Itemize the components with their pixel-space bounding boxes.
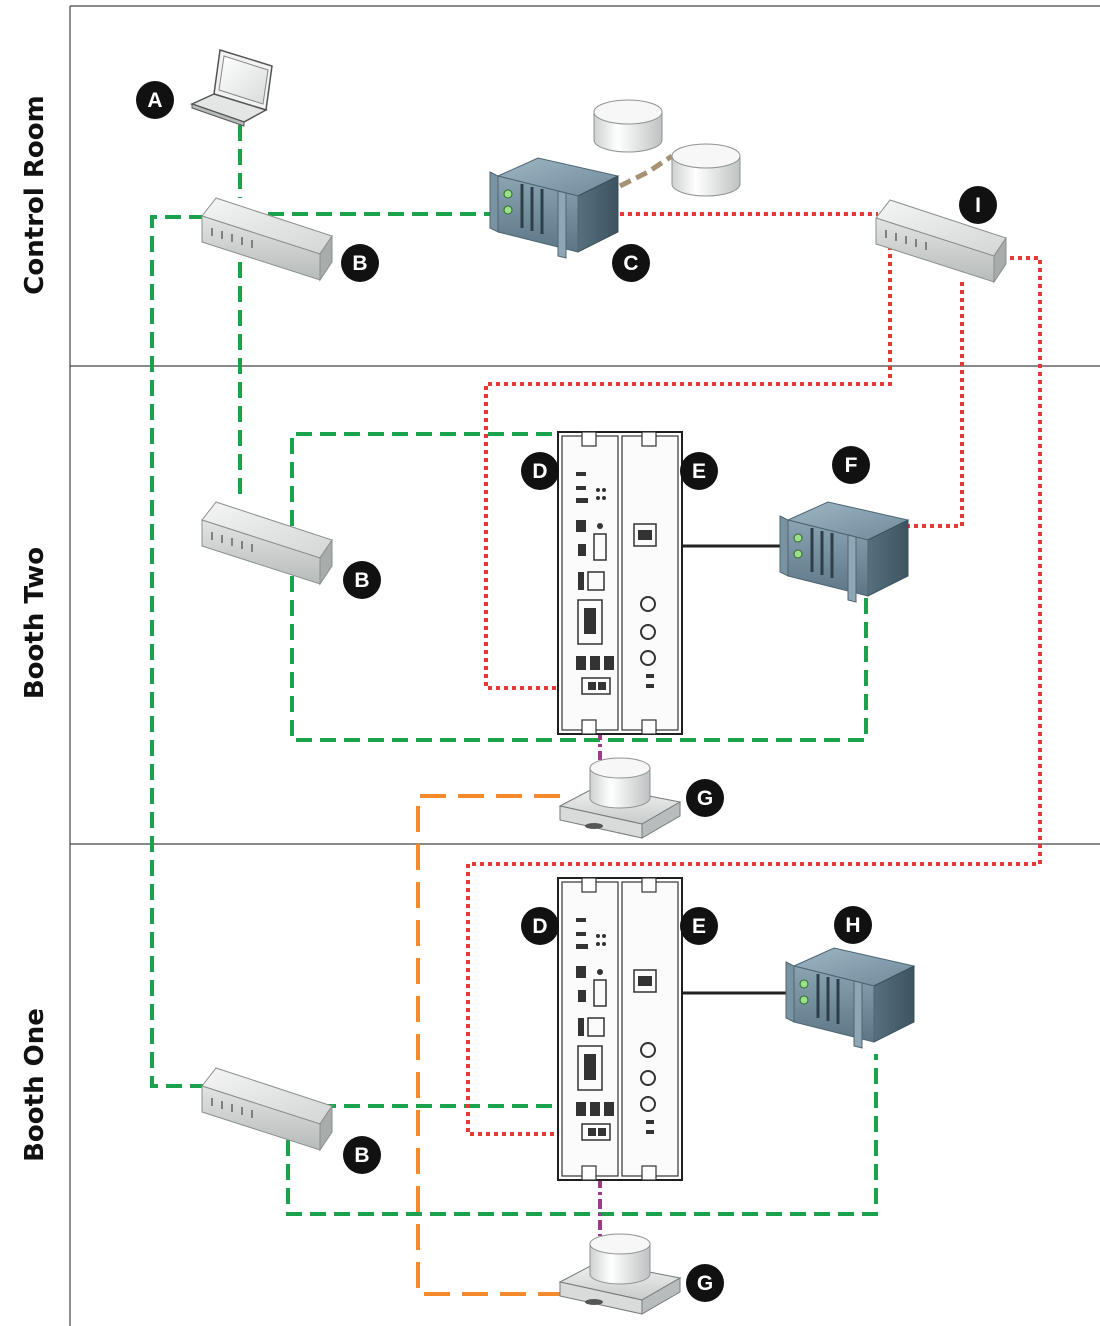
svg-text:D: D: [532, 915, 547, 938]
svg-text:B: B: [352, 252, 367, 275]
badge-e2: E: [680, 907, 718, 945]
svg-text:G: G: [697, 1272, 713, 1295]
badge-a: A: [136, 81, 174, 119]
rack-server-icon-h: [784, 946, 916, 1050]
svg-text:G: G: [697, 787, 713, 810]
link-switch-b2-chassis-d1: [290, 432, 558, 526]
svg-text:I: I: [975, 194, 981, 217]
badge-g1: G: [686, 779, 724, 817]
external-drive-icon-booth-two: [559, 757, 681, 839]
svg-text:B: B: [354, 569, 369, 592]
badge-e1: E: [680, 452, 718, 490]
link-switch-i-chassis-d2: [466, 256, 1042, 1136]
link-switch-b1-switch-b3: [150, 215, 205, 1088]
red-links: [466, 212, 1042, 1136]
badge-b3: B: [343, 1136, 381, 1174]
svg-text:F: F: [845, 454, 858, 477]
link-server-c-database: [618, 153, 674, 189]
svg-text:H: H: [845, 914, 860, 937]
black-links: [664, 544, 792, 995]
badge-i: I: [959, 186, 997, 224]
badge-b2: B: [343, 561, 381, 599]
badge-b1: B: [341, 244, 379, 282]
rack-server-icon-c: [488, 156, 620, 260]
network-switch-icon-b1: [201, 197, 333, 281]
rack-chassis-icon-booth-one: [557, 877, 683, 1181]
database-disk-icon-1: [593, 99, 663, 153]
zone-label-booth-two: Booth Two: [20, 546, 50, 700]
svg-text:B: B: [354, 1144, 369, 1167]
badge-c: C: [612, 244, 650, 282]
link-drive-g1-drive-g2: [416, 794, 578, 1296]
svg-text:D: D: [532, 460, 547, 483]
zone-label-control-room: Control Room: [20, 95, 50, 295]
zone-label-booth-one: Booth One: [20, 1008, 50, 1162]
network-switch-icon-b2: [201, 501, 333, 585]
badge-h: H: [834, 906, 872, 944]
link-switch-b2-server-f: [290, 576, 868, 742]
database-disk-icon-2: [671, 143, 741, 197]
badge-f: F: [832, 446, 870, 484]
green-ethernet-links: [150, 125, 878, 1216]
network-switch-icon-b3: [201, 1067, 333, 1151]
svg-text:E: E: [692, 460, 706, 483]
badge-d2: D: [521, 907, 559, 945]
link-switch-i-server-f: [900, 282, 964, 528]
link-switch-i-chassis-d1: [484, 238, 892, 690]
laptop-icon: [191, 49, 273, 127]
svg-text:C: C: [623, 252, 638, 275]
badge-d1: D: [521, 452, 559, 490]
external-drive-icon-booth-one: [559, 1233, 681, 1315]
svg-text:E: E: [692, 915, 706, 938]
rack-chassis-icon-booth-two: [557, 431, 683, 735]
badge-g2: G: [686, 1264, 724, 1302]
link-switch-b3-server-h: [286, 1054, 878, 1216]
rack-server-icon-f: [778, 500, 910, 604]
svg-text:A: A: [147, 89, 162, 112]
